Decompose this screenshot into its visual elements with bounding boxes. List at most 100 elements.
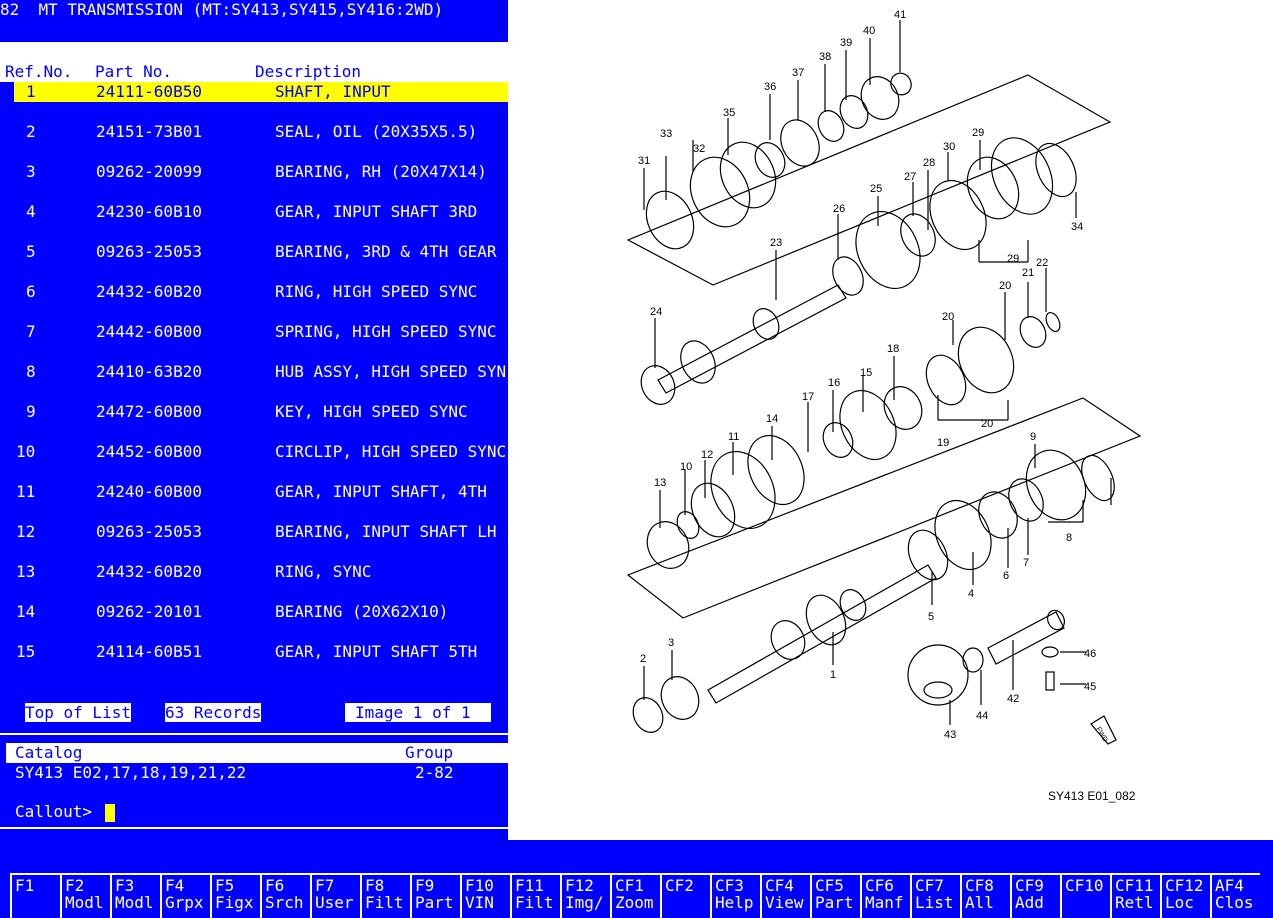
part-description: BEARING, RH (20X47X14) <box>275 162 487 181</box>
function-key-action: Loc <box>1165 893 1194 912</box>
callout-label[interactable]: 20 <box>942 311 954 323</box>
callout-label[interactable]: 27 <box>904 171 916 183</box>
callout-input[interactable] <box>105 804 115 822</box>
function-key-label: CF11 <box>1115 876 1154 895</box>
function-key-cf2[interactable]: CF2 <box>660 873 710 918</box>
callout-label[interactable]: 17 <box>802 391 814 403</box>
callout-label[interactable]: 12 <box>701 449 713 461</box>
callout-label[interactable]: 8 <box>1066 532 1072 544</box>
function-key-label: F8 <box>365 876 385 895</box>
callout-label[interactable]: 43 <box>944 729 956 741</box>
callout-label[interactable]: 38 <box>819 51 831 63</box>
callout-label[interactable]: 29 <box>1007 253 1019 265</box>
callout-label[interactable]: 32 <box>693 143 705 155</box>
callout-label[interactable]: 24 <box>650 306 662 318</box>
callout-label[interactable]: 20 <box>999 280 1011 292</box>
callout-label[interactable]: 23 <box>770 237 782 249</box>
callout-label[interactable]: 41 <box>894 9 906 21</box>
callout-label[interactable]: 30 <box>943 141 955 153</box>
callout-label[interactable]: 2 <box>640 653 646 665</box>
callout-label[interactable]: 39 <box>840 37 852 49</box>
callout-label[interactable]: 13 <box>654 477 666 489</box>
callout-label[interactable]: 9 <box>1030 431 1036 443</box>
callout-label[interactable]: 3 <box>668 637 674 649</box>
callout-label[interactable]: 21 <box>1022 267 1034 279</box>
callout-label[interactable]: 26 <box>833 203 845 215</box>
callout-label[interactable]: 10 <box>680 461 692 473</box>
callout-label[interactable]: 37 <box>792 67 804 79</box>
callout-label[interactable]: 25 <box>870 183 882 195</box>
callout-label[interactable]: 36 <box>764 81 776 93</box>
callout-label[interactable]: 22 <box>1036 257 1048 269</box>
callout-label[interactable]: 16 <box>828 377 840 389</box>
callout-label[interactable]: 33 <box>660 128 672 140</box>
callout-label[interactable]: 11 <box>728 431 739 443</box>
ref-number: 6 <box>26 282 36 301</box>
callout-label[interactable]: 40 <box>863 25 875 37</box>
function-key-cf10[interactable]: CF10 <box>1060 873 1110 918</box>
callout-label[interactable]: 34 <box>1071 221 1083 233</box>
callout-label[interactable]: 45 <box>1084 681 1096 693</box>
part-number: 24410-63B20 <box>96 362 202 381</box>
callout-label[interactable]: 7 <box>1023 557 1029 569</box>
callout-label[interactable]: 5 <box>928 611 934 623</box>
callout-label[interactable]: 14 <box>766 413 778 425</box>
ref-number: 14 <box>16 602 36 621</box>
callout-label[interactable]: 15 <box>860 367 872 379</box>
callout-label[interactable]: 44 <box>976 710 988 722</box>
callout-label[interactable]: 18 <box>887 343 899 355</box>
diagram-drawing[interactable]: 1234567891011121314151617181920202021222… <box>508 0 1273 840</box>
callout-label[interactable]: 31 <box>638 155 650 167</box>
function-key-f1[interactable]: F1 <box>10 873 60 918</box>
callout-label[interactable]: 28 <box>923 157 935 169</box>
callout-label[interactable]: 6 <box>1003 570 1009 582</box>
callout-label[interactable]: 29 <box>972 127 984 139</box>
callout-label[interactable]: 20 <box>981 418 993 430</box>
callout-label[interactable]: 4 <box>968 588 974 600</box>
part-number: 24452-60B00 <box>96 442 202 461</box>
callout-label[interactable]: 19 <box>937 437 949 449</box>
callout-label[interactable]: 46 <box>1084 648 1096 660</box>
callout-label[interactable]: 1 <box>830 669 836 681</box>
callout-label[interactable]: 35 <box>723 107 735 119</box>
callout-label[interactable]: 42 <box>1007 693 1019 705</box>
